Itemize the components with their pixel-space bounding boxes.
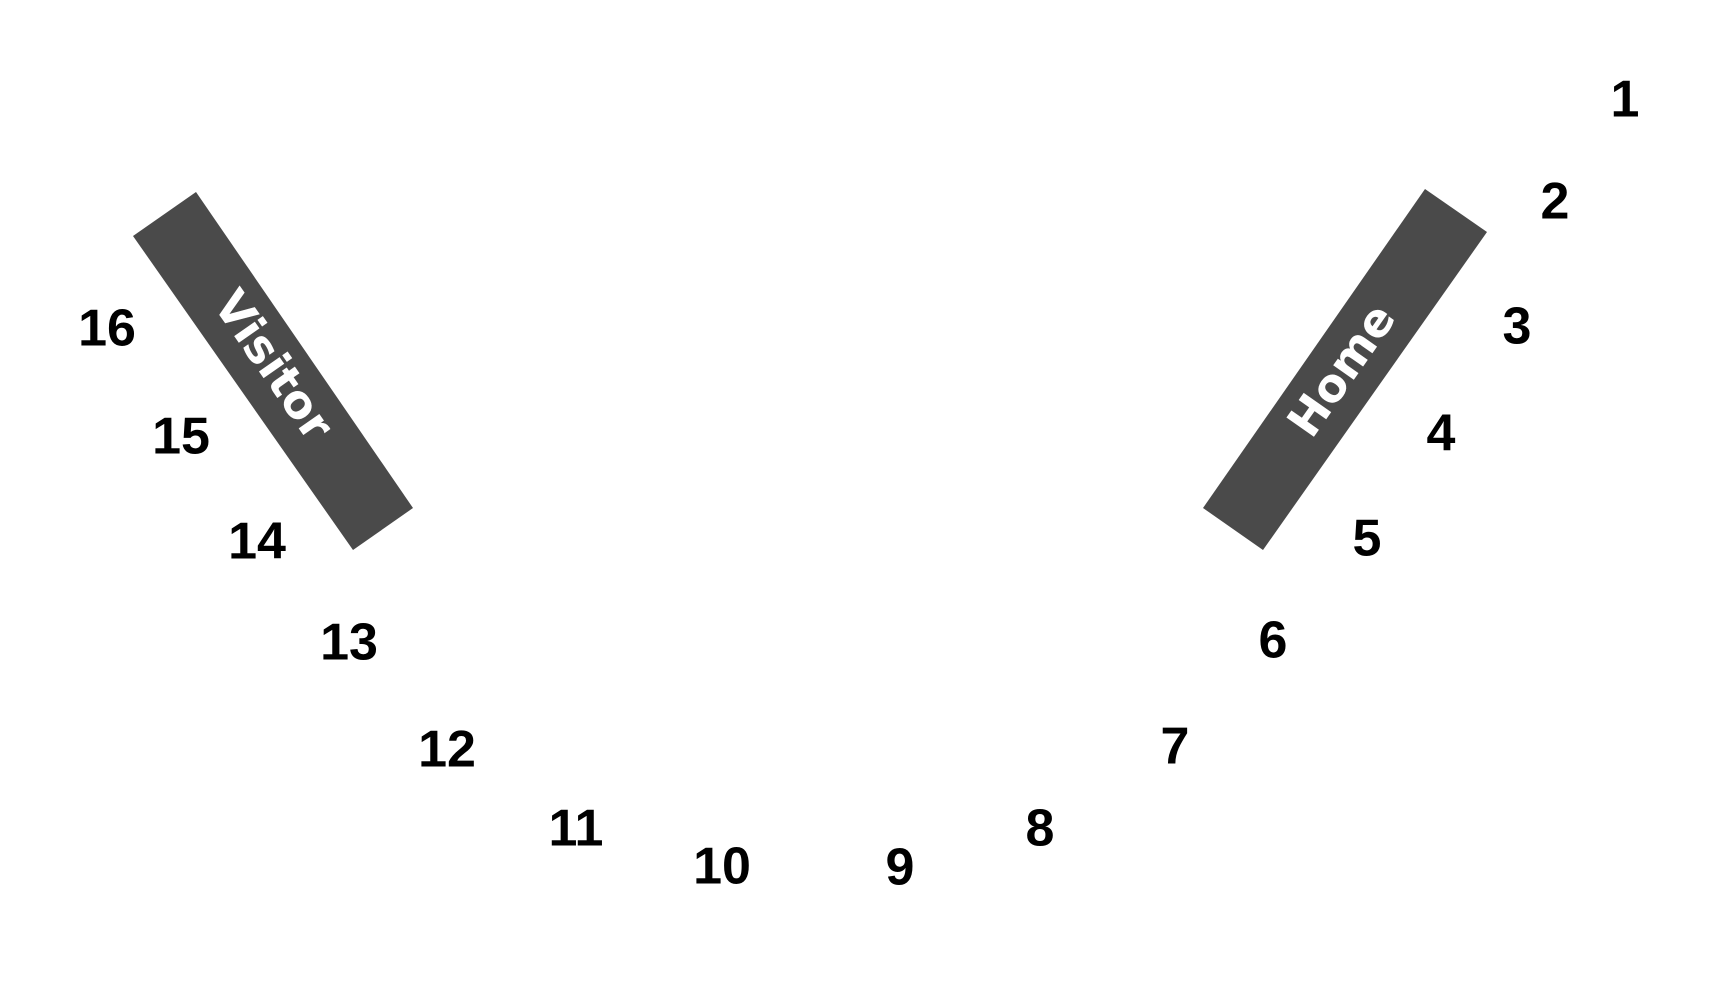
- section-labels: 1 2 3 4 5 6 7 8 9 10 11 12 13 14 15 16: [78, 71, 1639, 897]
- visitor-bench-shape: [133, 192, 413, 550]
- home-bench-shape: [1203, 189, 1487, 550]
- section-8[interactable]: 8: [1026, 800, 1055, 858]
- section-13[interactable]: 13: [320, 614, 378, 672]
- section-6[interactable]: 6: [1259, 612, 1288, 670]
- section-14[interactable]: 14: [228, 513, 286, 571]
- section-11[interactable]: 11: [549, 800, 604, 858]
- section-10[interactable]: 10: [693, 838, 751, 896]
- section-7[interactable]: 7: [1161, 718, 1190, 776]
- section-2[interactable]: 2: [1541, 173, 1570, 231]
- section-16[interactable]: 16: [78, 300, 136, 358]
- section-5[interactable]: 5: [1353, 510, 1382, 568]
- visitor-bench: Visitor: [133, 192, 413, 550]
- section-12[interactable]: 12: [418, 721, 476, 779]
- section-3[interactable]: 3: [1503, 298, 1532, 356]
- section-9[interactable]: 9: [886, 839, 915, 897]
- home-bench: Home: [1203, 189, 1487, 550]
- section-15[interactable]: 15: [152, 408, 210, 466]
- section-4[interactable]: 4: [1427, 405, 1456, 463]
- section-1[interactable]: 1: [1611, 71, 1640, 129]
